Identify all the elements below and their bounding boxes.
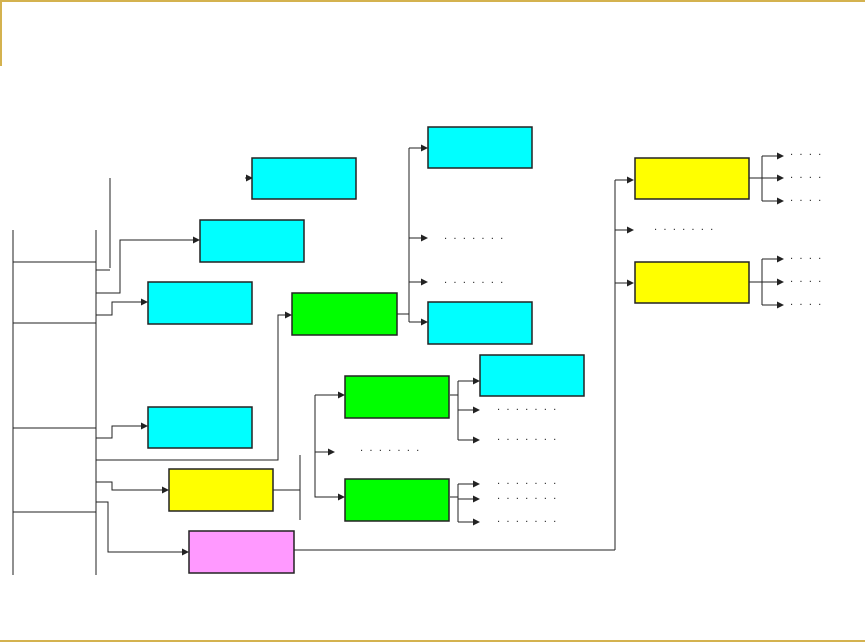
yellow-box-3 xyxy=(634,261,750,304)
ellipsis-label: · · · · · · · xyxy=(654,225,715,236)
yellow-box-1 xyxy=(168,468,274,512)
cyan-box-6 xyxy=(427,301,533,345)
cyan-box-5 xyxy=(427,126,533,169)
ellipsis-label: · · · · · · · xyxy=(444,234,505,245)
connector-to-yellow-1 xyxy=(96,481,169,494)
ellipsis-label: · · · · · · · xyxy=(497,479,558,490)
cyan-box-1 xyxy=(251,157,357,200)
green-box-2 xyxy=(344,375,450,419)
connector-to-cyan-4 xyxy=(96,422,148,439)
ellipsis-label: · · · · xyxy=(790,173,823,184)
green-box-1 xyxy=(291,292,398,336)
connector-to-cyan-2 xyxy=(96,236,200,294)
ellipsis-label: · · · · xyxy=(790,150,823,161)
cyan-box-3 xyxy=(147,281,253,325)
ellipsis-label: · · · · · · · xyxy=(360,446,421,457)
ellipsis-label: · · · · · · · xyxy=(497,517,558,528)
ellipsis-label: · · · · · · · xyxy=(497,494,558,505)
ellipsis-label: · · · · xyxy=(790,277,823,288)
bottom-frame-rule xyxy=(0,640,865,642)
cyan-box-2 xyxy=(199,219,305,263)
connector-to-pink xyxy=(96,501,189,556)
connector-to-green-3 xyxy=(314,395,345,501)
cyan-box-7 xyxy=(479,354,585,397)
ellipsis-label: · · · · xyxy=(790,300,823,311)
cyan-box-4 xyxy=(147,406,253,449)
yellow-box-2 xyxy=(634,157,750,200)
title-accent-bar xyxy=(0,0,2,66)
ellipsis-label: · · · · · · · xyxy=(497,405,558,416)
ellipsis-label: · · · · xyxy=(790,196,823,207)
ellipsis-label: · · · · xyxy=(790,254,823,265)
connector-to-green-1 xyxy=(96,311,292,461)
connector-to-cyan-3 xyxy=(96,298,148,316)
ellipsis-label: · · · · · · · xyxy=(497,435,558,446)
top-frame-rule xyxy=(0,0,865,2)
pink-box xyxy=(188,530,295,574)
green-box-3 xyxy=(344,478,450,522)
ellipsis-label: · · · · · · · xyxy=(444,278,505,289)
